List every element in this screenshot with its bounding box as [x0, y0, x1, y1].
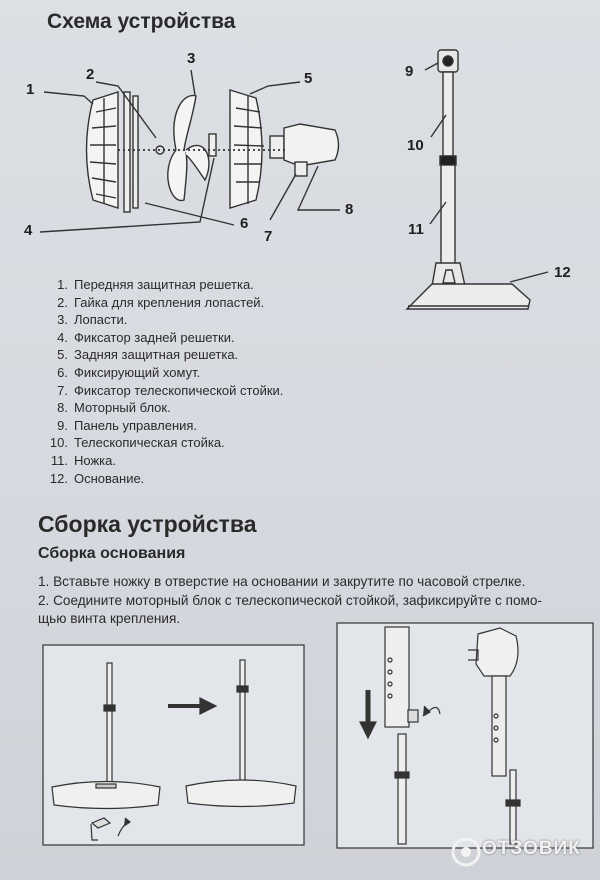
- list-item: 11.Ножка.: [50, 452, 116, 468]
- callout-5: 5: [304, 70, 313, 87]
- callout-6: 6: [240, 215, 249, 232]
- stand-drawing: [405, 49, 549, 310]
- blades-drawing: [155, 94, 210, 201]
- list-item: 1.Передняя защитная решетка.: [57, 277, 254, 292]
- callout-4: 4: [24, 222, 33, 239]
- assembly-steps: 1. Вставьте ножку в отверстие на основан…: [38, 573, 593, 629]
- assembly-illustrations: [42, 622, 594, 849]
- diagram-title: Схема устройства: [47, 10, 236, 33]
- callout-10: 10: [407, 137, 424, 154]
- list-item: 5.Задняя защитная решетка.: [57, 347, 239, 363]
- assembly-subtitle: Сборка основания: [38, 545, 186, 562]
- motor-block-drawing: [269, 123, 340, 177]
- callout-3: 3: [187, 50, 196, 67]
- step-1: 1. Вставьте ножку в отверстие на основан…: [38, 574, 526, 589]
- list-item: 2.Гайка для крепления лопастей.: [57, 294, 265, 310]
- list-item: 7.Фиксатор телескопической стойки.: [57, 382, 284, 398]
- list-item: 12.Основание.: [49, 470, 145, 486]
- parts-list: 1.Передняя защитная решетка. 2.Гайка для…: [38, 276, 283, 487]
- callout-2: 2: [86, 66, 95, 83]
- front-guard-drawing: [85, 91, 119, 209]
- step-2-line-1: 2. Соедините моторный блок с телескопиче…: [38, 592, 542, 608]
- watermark: ОТЗОВИК: [452, 838, 581, 860]
- list-item: 6.Фиксирующий хомут.: [57, 364, 201, 380]
- callout-12: 12: [554, 264, 571, 281]
- callout-9: 9: [405, 63, 414, 80]
- list-item: 4.Фиксатор задней решетки.: [57, 329, 235, 345]
- list-item: 10.Телескопическая стойка.: [49, 435, 225, 451]
- otzovik-logo-icon: [451, 837, 481, 867]
- assembly-title: Сборка устройства: [38, 511, 257, 537]
- callout-1: 1: [26, 81, 35, 98]
- list-item: 8.Моторный блок.: [57, 400, 171, 416]
- list-item: 3.Лопасти.: [57, 312, 128, 328]
- callout-7: 7: [264, 228, 273, 245]
- rear-guard-drawing: [229, 89, 265, 209]
- watermark-text: ОТЗОВИК: [482, 838, 581, 859]
- list-item: 9.Панель управления.: [57, 417, 198, 433]
- callout-11: 11: [408, 221, 424, 238]
- callout-8: 8: [345, 201, 354, 218]
- step-2-line-2: щью винта крепления.: [38, 611, 181, 626]
